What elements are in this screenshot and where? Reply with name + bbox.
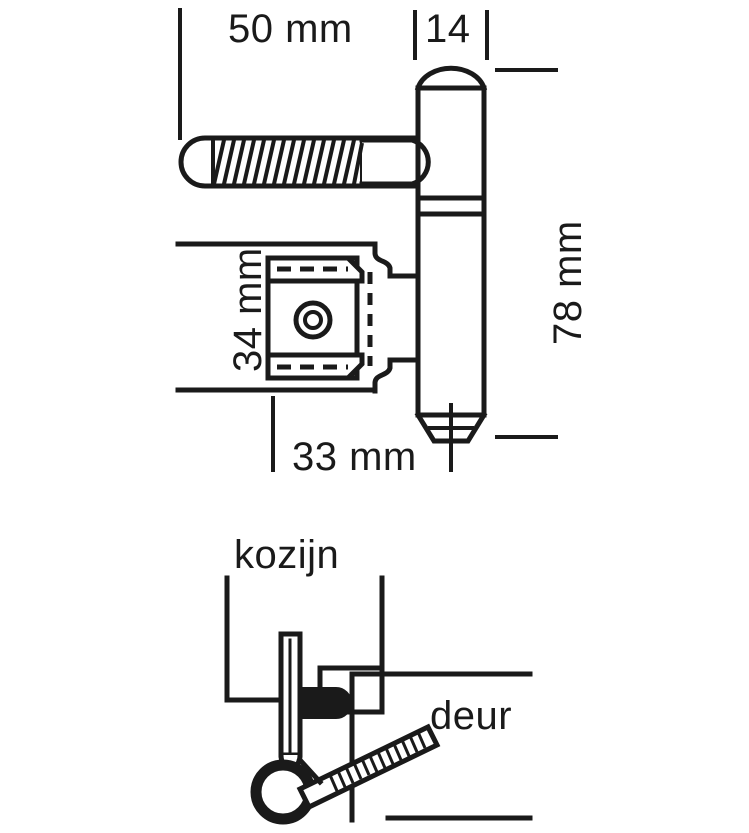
mounting-plate-flange-bottom xyxy=(265,352,365,381)
dimension-label-33mm: 33 mm xyxy=(292,435,417,479)
screw-thread-hatching xyxy=(212,139,364,185)
hinge-knuckle xyxy=(298,687,352,719)
plate-connector-bracket-bottom xyxy=(372,357,421,394)
plate-connector-bracket-top xyxy=(372,241,421,279)
dimension-label-14: 14 xyxy=(425,7,471,51)
label-kozijn: kozijn xyxy=(234,533,340,577)
mounting-plate-flange-top xyxy=(265,255,365,284)
label-deur: deur xyxy=(430,694,513,738)
dimension-label-78mm: 78 mm xyxy=(546,220,590,345)
angled-screw-body xyxy=(296,723,441,811)
dimension-label-34mm: 34 mm xyxy=(226,247,270,372)
barrel-top-cap xyxy=(414,65,488,92)
dimension-label-50mm: 50 mm xyxy=(228,7,353,51)
angled-screw-thread-hatching xyxy=(328,731,427,792)
plate-hole-inner-ring xyxy=(303,310,323,330)
frame-rebate-upper xyxy=(317,575,385,671)
flange-dashed-detail xyxy=(277,266,348,370)
screw-neck-strut xyxy=(296,756,324,786)
